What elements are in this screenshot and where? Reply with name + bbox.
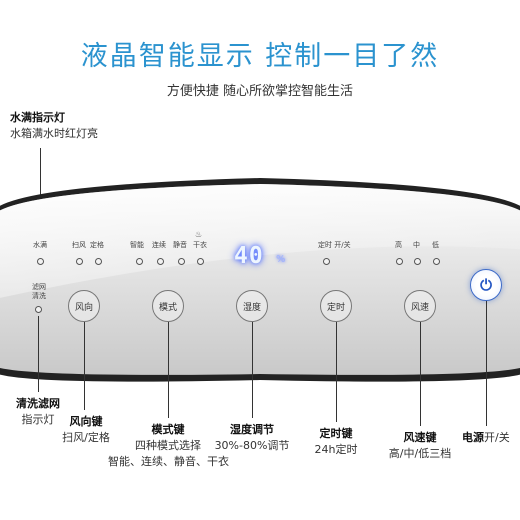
mode-callout-desc2: 智能、连续、静音、干衣 [108, 455, 229, 468]
timer-callout-title: 定时键 [319, 427, 353, 440]
dry-cloth-icon: ♨ [195, 230, 203, 239]
timer-led [323, 258, 330, 265]
filter-clean-led [35, 306, 42, 313]
power-callout: 电源开/关 [462, 430, 510, 446]
mid-led [414, 258, 421, 265]
label-water-full: 水满 [33, 241, 47, 249]
mode-leader [168, 322, 169, 418]
fixed-led [95, 258, 102, 265]
subheadline: 方便快捷 随心所欲掌控智能生活 [166, 84, 354, 99]
continuous-led [157, 258, 164, 265]
mode-callout: 模式键 四种模式选择 智能、连续、静音、干衣 [108, 422, 229, 470]
smart-led [136, 258, 143, 265]
water-full-led [37, 258, 44, 265]
fan-speed-button[interactable]: 风速 [404, 290, 436, 322]
wind-callout: 风向键 扫风/定格 [54, 414, 118, 446]
headline: 液晶智能显示 控制一目了然 [80, 41, 440, 72]
high-led [396, 258, 403, 265]
fan-leader [420, 322, 421, 426]
water-full-callout: 水满指示灯 水箱满水时红灯亮 [10, 110, 98, 142]
low-led [433, 258, 440, 265]
panel-highlight [0, 184, 520, 298]
water-full-leader [40, 148, 41, 240]
label-smart: 智能 [130, 241, 144, 249]
timer-callout-desc: 24h定时 [314, 443, 358, 456]
power-leader [486, 301, 487, 426]
humidity-callout-desc: 30%-80%调节 [214, 439, 290, 452]
filter-callout-title: 清洗滤网 [16, 397, 60, 410]
power-button[interactable]: ⏻ [470, 269, 502, 301]
power-callout-title: 电源 [462, 431, 484, 444]
wind-callout-title: 风向键 [69, 415, 103, 428]
timer-leader [336, 322, 337, 422]
label-filter-clean: 滤网 清洗 [32, 283, 46, 300]
mode-callout-title: 模式键 [151, 423, 185, 436]
wind-direction-button[interactable]: 风向 [68, 290, 100, 322]
label-silent: 静音 [173, 241, 187, 249]
label-fixed: 定格 [90, 241, 104, 249]
water-full-title: 水满指示灯 [10, 111, 65, 124]
filter-callout-desc: 指示灯 [21, 413, 55, 426]
label-dry: 干衣 [193, 241, 207, 249]
humidity-leader [252, 322, 253, 418]
humidity-callout-title: 湿度调节 [230, 423, 274, 436]
fan-callout: 风速键 高/中/低三档 [378, 430, 462, 462]
label-mid: 中 [413, 241, 420, 249]
filter-leader [38, 316, 39, 392]
humidity-display-unit: % [276, 254, 286, 265]
mode-callout-desc: 四种模式选择 [135, 439, 201, 452]
label-low: 低 [432, 241, 439, 249]
humidity-callout: 湿度调节 30%-80%调节 [212, 422, 292, 454]
mode-button[interactable]: 模式 [152, 290, 184, 322]
fan-callout-title: 风速键 [403, 431, 437, 444]
silent-led [178, 258, 185, 265]
label-high: 高 [395, 241, 402, 249]
filter-callout: 清洗滤网 指示灯 [8, 396, 68, 428]
power-icon: ⏻ [480, 276, 492, 294]
wind-callout-desc: 扫风/定格 [62, 431, 110, 444]
sweep-led [76, 258, 83, 265]
humidity-display: 40 [234, 243, 264, 269]
label-timer: 定时 开/关 [318, 241, 351, 249]
power-callout-desc: 开/关 [484, 431, 510, 444]
label-continuous: 连续 [152, 241, 166, 249]
wind-leader [84, 322, 85, 410]
timer-button[interactable]: 定时 [320, 290, 352, 322]
humidity-button[interactable]: 湿度 [236, 290, 268, 322]
timer-callout: 定时键 24h定时 [304, 426, 368, 458]
label-sweep: 扫风 [72, 241, 86, 249]
water-full-desc: 水箱满水时红灯亮 [10, 127, 98, 140]
fan-callout-desc: 高/中/低三档 [388, 447, 452, 460]
dry-led [197, 258, 204, 265]
